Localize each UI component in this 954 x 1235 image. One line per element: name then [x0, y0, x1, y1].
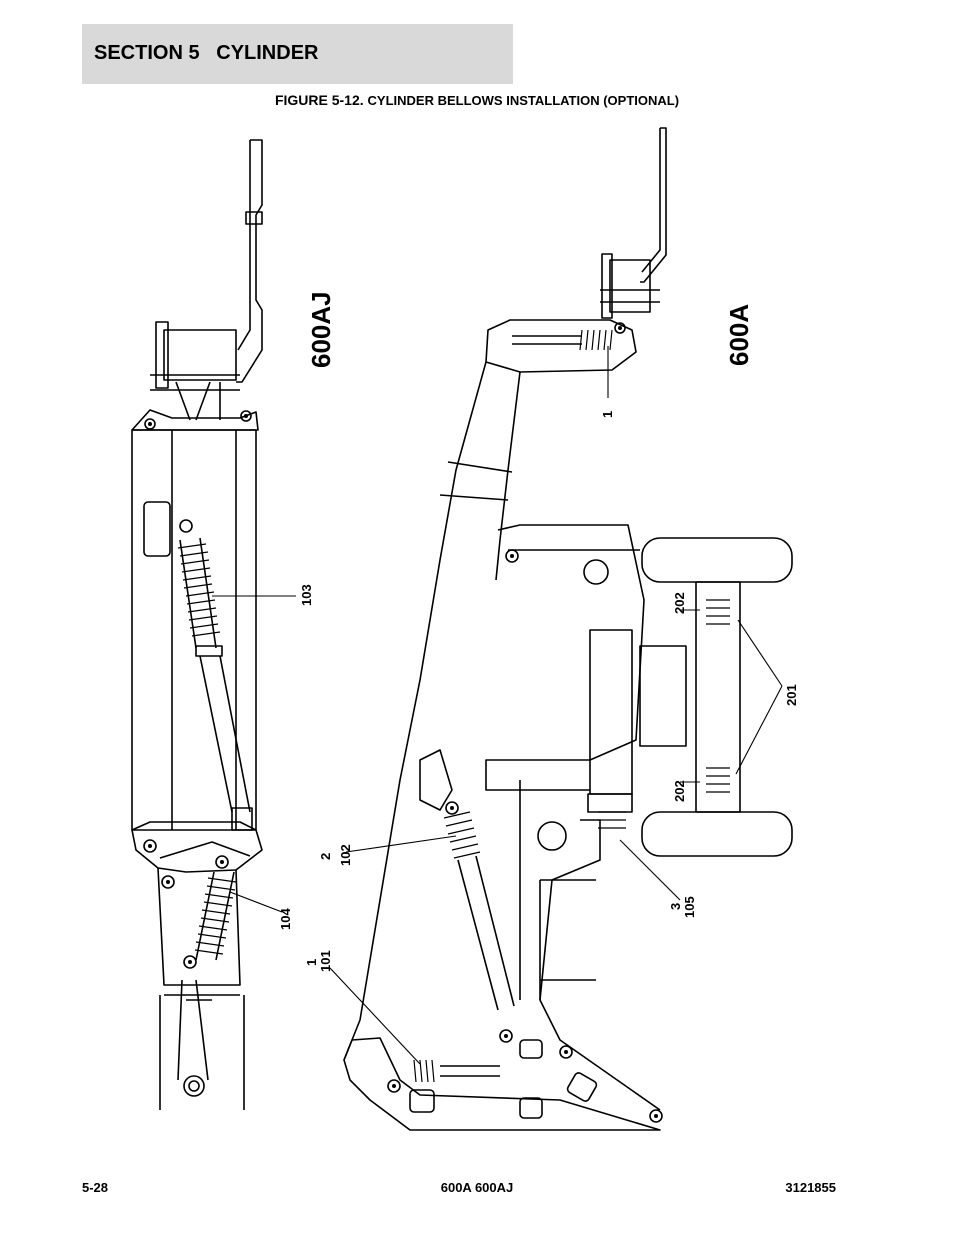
- callout-202-bottom: 202: [672, 780, 687, 802]
- footer-page-number: 5-28: [82, 1180, 109, 1195]
- callout-201: 201: [784, 684, 799, 706]
- figure-title: CYLINDER BELLOWS INSTALLATION (OPTIONAL): [367, 93, 680, 108]
- drawing-600a: [343, 127, 793, 1131]
- callout-202-top: 202: [672, 592, 687, 614]
- footer-models: 600A 600AJ: [440, 1180, 514, 1195]
- callout-105: 105: [682, 896, 697, 918]
- model-label-600a: 600A: [724, 304, 754, 366]
- figure-number: FIGURE 5-12.: [274, 92, 364, 108]
- callout-103: 103: [299, 584, 314, 606]
- callout-2: 2: [318, 853, 333, 860]
- callout-3: 3: [668, 903, 683, 910]
- callout-102: 102: [338, 844, 353, 866]
- model-label-600aj: 600AJ: [306, 291, 336, 368]
- leader-lines: [212, 346, 783, 1065]
- callout-1-right: 1: [600, 411, 615, 418]
- callout-101: 101: [318, 950, 333, 972]
- drawing-600aj: [131, 139, 263, 1110]
- callout-1-left: 1: [304, 959, 319, 966]
- section-header: SECTION 5 CYLINDER: [82, 24, 513, 84]
- section-title: SECTION 5 CYLINDER: [94, 42, 319, 64]
- figure-caption: FIGURE 5-12. CYLINDER BELLOWS INSTALLATI…: [0, 92, 954, 108]
- callout-104: 104: [278, 908, 293, 930]
- footer-doc-number: 3121855: [785, 1180, 836, 1195]
